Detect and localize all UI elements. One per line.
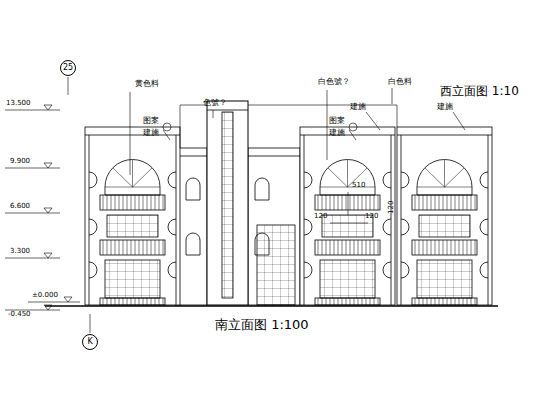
dimension-text: 510 [352,182,365,189]
annotation-text: 白色料 [388,78,412,86]
drawing-title: 南立面图 1:100 [215,318,309,331]
annotation-text: 建施 [437,103,453,111]
dimension-text: 13.500 [6,100,31,107]
axis-circle: K [82,334,98,350]
annotation-text: 色號？ [203,99,227,107]
dimension-text: 6.600 [10,203,30,210]
dimension-text: 9.900 [10,158,30,165]
annotation-text: 图案 [143,117,159,125]
axis-number: 25 [63,64,73,72]
annotation-text: 建施 [143,129,159,137]
annotation-text: 白色號？ [318,78,350,86]
dimension-text: 3.300 [10,248,30,255]
axis-number: K [87,338,92,346]
dimension-text: ±0.000 [32,292,58,299]
annotation-text: 图案 [329,117,345,125]
dimension-text: 120 [388,201,395,214]
annotation-text: 黄色料 [135,80,159,88]
axis-circle: 25 [60,60,76,76]
annotation-text: 建施 [329,129,345,137]
dimension-text: 120 [314,213,327,220]
dimension-text: 120 [365,213,378,220]
annotation-text: 建施 [350,103,366,111]
annotation-text: 西立面图 1:10 [440,85,519,97]
dimension-text: -0.450 [8,311,31,318]
